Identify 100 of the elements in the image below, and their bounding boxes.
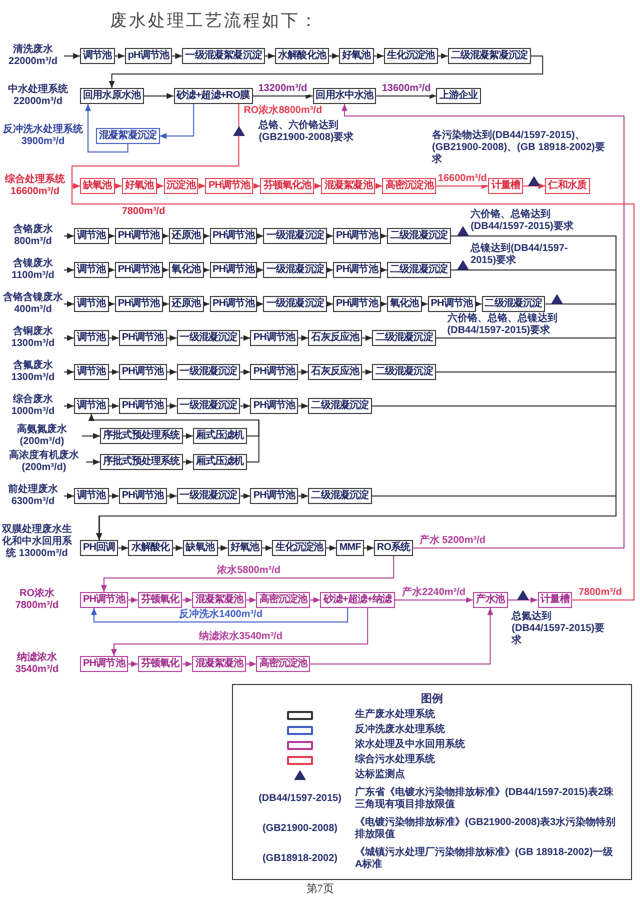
flow-arrow xyxy=(310,608,494,664)
process-box: 厢式压滤机 xyxy=(192,454,247,470)
source-label: 含氟废水 1300m³/d xyxy=(2,360,64,384)
standard-note: 六价铬、总铬达到(DB44/1597-2015)要求 xyxy=(470,209,574,233)
process-box: 砂滤+超滤+RO膜 xyxy=(174,88,253,104)
flow-arrow xyxy=(252,183,261,189)
flow-arrow xyxy=(298,403,309,409)
edge-label: 16600m³/d xyxy=(436,173,488,185)
flow-arrow xyxy=(127,597,138,603)
process-box: 调节池 xyxy=(74,262,109,278)
edge-label: 浓水5800m³/d xyxy=(216,565,282,577)
standard-note: 总氮达到(DB44/1597-2015)要求 xyxy=(512,611,606,647)
process-box: 缺氧池 xyxy=(80,178,115,194)
flow-arrow xyxy=(363,545,374,551)
standard-note: 各污染物达到(DB44/1597-2015)、(GB21900-2008)、(GB 18918-2002)要求 xyxy=(432,130,606,166)
flow-arrow xyxy=(298,493,309,499)
process-box: 高密沉淀池 xyxy=(382,178,436,194)
flow-arrow xyxy=(85,104,128,152)
process-box: 氧化池 xyxy=(386,296,422,312)
process-box: PH调节池 xyxy=(250,330,298,346)
page-number: 第7页 xyxy=(306,883,334,896)
process-box: PH调节池 xyxy=(250,364,298,380)
source-label: 高浓度有机废水 (200m³/d) xyxy=(2,450,86,474)
edge-label: 13200m³/d xyxy=(257,83,308,95)
edge-label: 产水2240m³/d xyxy=(401,587,466,599)
process-box: PH调节池 xyxy=(114,228,163,244)
flow-arrow xyxy=(182,433,194,439)
standard-description: 广东省《电镀水污染物排放标准》(DB44/1597-2015)表2珠三角现有项目排放限值 xyxy=(355,787,614,811)
flow-arrow xyxy=(252,93,314,99)
standard-note: 总镍达到(DB44/1597-2015)要求 xyxy=(470,243,569,267)
flow-arrow xyxy=(262,545,273,551)
flow-arrow xyxy=(362,369,373,375)
process-box: 一级混凝沉淀 xyxy=(176,364,240,380)
flow-arrow xyxy=(172,545,184,551)
source-label: 高氨氮废水 (200m³/d) xyxy=(2,424,82,448)
flow-arrow xyxy=(373,53,384,59)
source-label: 含铬废水 800m³/d xyxy=(2,224,64,248)
flow-arrow xyxy=(108,403,120,409)
flow-arrow xyxy=(108,493,120,499)
process-box: 一级混凝沉淀 xyxy=(263,262,328,278)
flow-arrow xyxy=(64,301,74,307)
flow-arrow xyxy=(172,53,183,59)
process-box: 一级混凝沉淀 xyxy=(176,488,240,504)
process-box: PH调节池 xyxy=(210,228,258,244)
source-label: 含镍废水 1100m³/d xyxy=(2,258,64,282)
flow-arrow xyxy=(256,233,264,239)
process-box: 调节池 xyxy=(74,296,109,312)
process-box: 氧化池 xyxy=(168,262,204,278)
flow-arrow xyxy=(246,597,257,603)
process-box: PH调节池 xyxy=(250,488,298,504)
flow-arrow xyxy=(436,183,489,189)
process-box: 二级混凝絮凝沉淀 xyxy=(448,48,531,64)
process-box: 上游企业 xyxy=(436,88,481,104)
process-box: pH调节池 xyxy=(124,48,172,64)
process-box: 混凝絮凝池 xyxy=(321,178,376,194)
flow-arrow xyxy=(108,301,116,307)
process-box: 还原池 xyxy=(168,296,204,312)
flow-arrow xyxy=(474,301,482,307)
flow-arrow xyxy=(72,183,634,600)
flow-arrow xyxy=(256,267,264,273)
process-box: 芬顿氧化池 xyxy=(260,178,314,194)
flow-arrow xyxy=(159,104,194,139)
flow-arrow xyxy=(298,369,309,375)
flow-arrow xyxy=(437,53,448,59)
flow-arrow xyxy=(162,301,170,307)
process-box: 二级混凝沉淀 xyxy=(372,330,436,346)
flow-arrow xyxy=(64,53,80,59)
flow-arrow xyxy=(110,608,368,656)
process-box: 高密沉淀池 xyxy=(256,592,310,608)
legend-text: 生产废水处理系统 xyxy=(355,709,435,721)
standard-description: 《电镀污染物排放标准》(GB21900-2008)表3水污染物特别排放限值 xyxy=(355,817,617,841)
edge-label: 反冲洗水1400m³/d xyxy=(178,609,264,621)
standard-description: 《城镇污水处理厂污染物排放标准》(GB 18918-2002)一级A标准 xyxy=(355,847,614,871)
system-label: 中水处理系统 22000m³/d xyxy=(7,84,69,108)
flow-arrow xyxy=(374,183,383,189)
process-box: 一级混凝沉淀 xyxy=(263,228,328,244)
source-label: 含铬含镍废水 400m³/d xyxy=(2,292,64,316)
process-box: 石灰反应池 xyxy=(308,330,362,346)
flow-arrow xyxy=(380,301,388,307)
process-box: 调节池 xyxy=(74,228,109,244)
process-box: RO系统 xyxy=(374,540,414,556)
source-label: 含铜废水 1300m³/d xyxy=(2,326,64,350)
flow-arrow xyxy=(162,267,170,273)
source-label: 综合废水 1000m³/d xyxy=(2,394,64,418)
standard-note: 总铬、六价铬达到(GB21900-2008)要求 xyxy=(258,120,355,144)
process-box: 好氧池 xyxy=(228,540,262,556)
process-box: 调节池 xyxy=(74,488,109,504)
process-box: PH调节池 xyxy=(333,296,381,312)
process-box: 二级混凝沉淀 xyxy=(482,296,546,312)
flow-arrow xyxy=(380,233,388,239)
flow-arrow xyxy=(96,496,616,540)
edge-label: RO浓水8800m³/d xyxy=(242,105,324,117)
process-box: 混凝絮凝沉淀 xyxy=(96,128,160,144)
flow-arrow xyxy=(108,335,120,341)
flow-arrow xyxy=(108,369,120,375)
flow-arrow xyxy=(507,597,538,603)
process-box: PH调节池 xyxy=(210,296,258,312)
flow-arrow xyxy=(217,545,228,551)
process-box: 一级混凝沉淀 xyxy=(176,398,240,414)
legend-title: 图例 xyxy=(421,693,443,706)
